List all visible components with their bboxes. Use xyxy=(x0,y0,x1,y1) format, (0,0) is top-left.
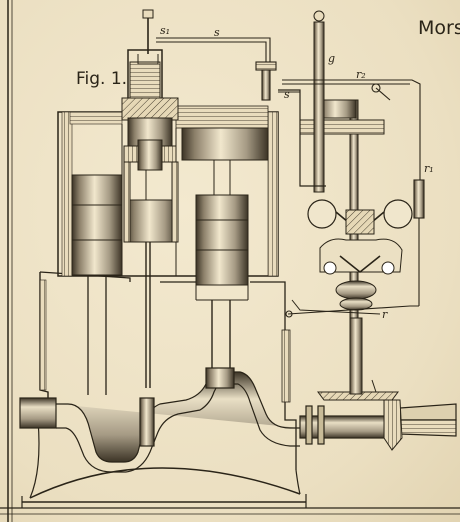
cylinder-housing xyxy=(57,105,279,277)
label-g: g xyxy=(328,52,335,65)
left-piston xyxy=(71,174,123,395)
bevel-gear xyxy=(317,379,403,451)
label-s-lower: s xyxy=(284,88,290,101)
figure-label: Fig. 1. xyxy=(76,69,127,89)
label-s-one: s₁ xyxy=(160,24,170,37)
linkage-rods xyxy=(156,37,425,318)
label-r: r xyxy=(382,308,388,321)
label-r1: r₁ xyxy=(424,162,434,175)
valve-column xyxy=(121,9,179,388)
crankshaft xyxy=(19,367,457,473)
engine-base xyxy=(21,271,307,508)
label-r2: r₂ xyxy=(356,68,366,81)
label-s-top: s xyxy=(214,26,220,39)
plate-header-text: Mors xyxy=(418,17,460,39)
right-piston xyxy=(181,127,269,375)
governor xyxy=(278,10,413,395)
part-labels: s₁ s g r₂ s r₁ r xyxy=(160,24,434,321)
